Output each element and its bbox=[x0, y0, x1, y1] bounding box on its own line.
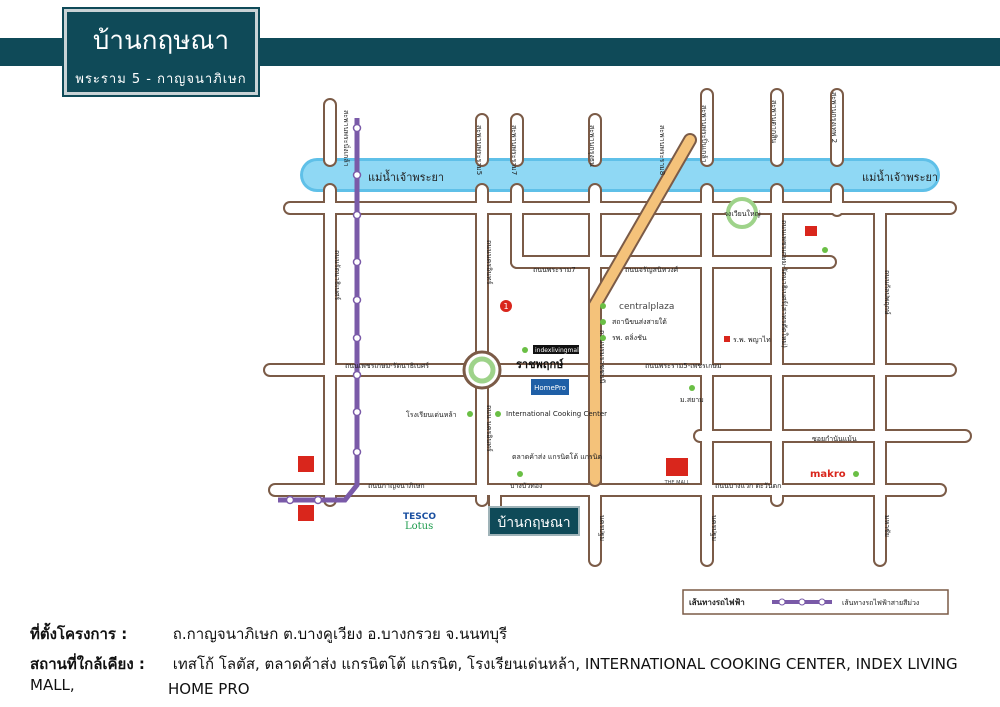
label-rama7-road: ถนนพระราม7 bbox=[533, 266, 576, 274]
project-name: บ้านกฤษณา bbox=[92, 26, 230, 56]
label-wongwian: วงเวียนใหญ่ bbox=[724, 209, 761, 218]
place-siam: ม.สยาม bbox=[680, 385, 704, 404]
place-themall-2 bbox=[805, 226, 828, 253]
label-nakhon-in: ถนนนครอินทร์ bbox=[485, 240, 493, 285]
label-nakhon-pathom-2: นครปฐม bbox=[710, 515, 718, 541]
label-rattanathibet: ถนนรัตนาธิเบศร์ bbox=[333, 250, 341, 300]
place-hospital-b: ร.พ. พญาไท bbox=[724, 335, 771, 344]
svg-text:THE MALL: THE MALL bbox=[664, 480, 690, 486]
marker-1: 1 bbox=[500, 300, 512, 312]
info-nearby: สถานที่ใกล้เคียง : เทสโก้ โลตัส, ตลาดค้า… bbox=[30, 652, 1000, 694]
label-charansanitwong: ถนนจรัญสนิทวงศ์ bbox=[625, 266, 679, 274]
label-bridge-krungthon: สะพานกรุงธน bbox=[588, 125, 596, 167]
nearby-value: เทสโก้ โลตัส, ตลาดค้าส่ง แกรนิตโต้ แกรนิ… bbox=[30, 655, 958, 694]
place-index: indexlivingmall bbox=[522, 345, 581, 354]
label-ratchaphruek: ราชพฤกษ์ bbox=[516, 358, 564, 371]
svg-text:บ้านกฤษณา: บ้านกฤษณา bbox=[497, 515, 570, 531]
project-pin: บ้านกฤษณา bbox=[488, 506, 580, 536]
svg-text:เส้นทางรถไฟฟ้าสายสีม่วง: เส้นทางรถไฟฟ้าสายสีม่วง bbox=[842, 598, 919, 607]
nearby-value-cont: HOME PRO bbox=[168, 680, 250, 698]
svg-text:1: 1 bbox=[503, 302, 508, 311]
label-nong-khaem: ถนนกัลปพฤกษ์ bbox=[883, 270, 891, 315]
svg-text:สถานีขนส่งสายใต้: สถานีขนส่งสายใต้ bbox=[612, 317, 667, 326]
svg-text:โรงเรียนเด่นหล้า: โรงเรียนเด่นหล้า bbox=[406, 410, 457, 419]
place-bus-terminal: สถานีขนส่งสายใต้ bbox=[600, 317, 667, 326]
nearby-label: สถานที่ใกล้เคียง : bbox=[30, 655, 145, 673]
river-label-right: แม่น้ำเจ้าพระยา bbox=[862, 169, 938, 184]
label-soi: ซอยกำนันแม้น bbox=[812, 435, 857, 443]
place-central: centralplaza bbox=[600, 302, 674, 312]
label-bridge-nangklao: สะพานพระนั่งเกล้า bbox=[342, 110, 351, 167]
svg-text:ตลาดค้าส่ง แกรนิตโต้ แกรนิต: ตลาดค้าส่ง แกรนิตโต้ แกรนิต bbox=[512, 452, 603, 461]
label-kanchana: ถนนกาญจนาภิเษก bbox=[368, 482, 425, 490]
label-bridge-pinklao: สะพานพระปิ่นเกล้า bbox=[700, 105, 709, 163]
river bbox=[300, 158, 940, 192]
svg-text:รพ. ตลิ่งชัน: รพ. ตลิ่งชัน bbox=[612, 333, 647, 342]
place-makro: makro bbox=[810, 469, 859, 480]
place-school: โรงเรียนเด่นหล้า bbox=[406, 410, 473, 419]
place-cooking: International Cooking Center bbox=[495, 410, 607, 418]
svg-text:ร.พ. พญาไท: ร.พ. พญาไท bbox=[733, 335, 771, 344]
label-bridge-rama8: สะพานพระราม8 bbox=[658, 125, 666, 175]
map-legend: เส้นทางรถไฟฟ้า เส้นทางรถไฟฟ้าสายสีม่วง bbox=[682, 589, 949, 615]
location-label: ที่ตั้งโครงการ : bbox=[30, 625, 128, 643]
place-themall-1: THE MALL bbox=[664, 458, 690, 486]
label-phetkasem-sathorn: ถนนเพชรเกษม-รัตนาธิเบศร์(สาทรตัดใหม่) bbox=[780, 220, 789, 348]
label-bridge-taksin: สะพานตากสิน bbox=[770, 100, 778, 143]
svg-text:indexlivingmall: indexlivingmall bbox=[535, 347, 581, 354]
svg-text:Lotus: Lotus bbox=[405, 521, 433, 532]
info-location: ที่ตั้งโครงการ : ถ.กาญจนาภิเษก ต.บางคูเว… bbox=[30, 622, 507, 646]
label-phet-rattana: ถนนเพชรเกษม-รัตนาธิเบศร์ bbox=[345, 362, 429, 370]
place-homepro: HomePro bbox=[531, 379, 569, 395]
label-nakhon-in-junction: ถนน นครอินทร์ bbox=[485, 405, 493, 452]
svg-text:HomePro: HomePro bbox=[534, 384, 566, 392]
road-network bbox=[263, 88, 972, 567]
svg-text:makro: makro bbox=[810, 469, 846, 480]
label-bridge-krungthep2: สะพานกรุงเทพ 2 bbox=[830, 92, 838, 143]
location-value: ถ.กาญจนาภิเษก ต.บางคูเวียง อ.บางกรวย จ.น… bbox=[172, 625, 508, 643]
label-bang-bua-thong: บางบัวทอง bbox=[510, 482, 542, 490]
svg-text:TESCO: TESCO bbox=[403, 512, 436, 522]
svg-text:International Cooking Center: International Cooking Center bbox=[506, 410, 607, 418]
place-tesco: TESCO Lotus bbox=[403, 512, 436, 532]
label-bridge-rama7: สะพานพระราม7 bbox=[510, 125, 518, 175]
info-nearby-cont: HOME PRO bbox=[168, 680, 250, 698]
label-nakhon-pathom-1: นครปฐม bbox=[598, 515, 606, 541]
label-nawamin: ถนนบางแวก ตะวันตก bbox=[715, 482, 781, 490]
svg-text:ม.สยาม: ม.สยาม bbox=[680, 396, 704, 404]
label-rama5-phet: ถนนพระราม5-เพชรเกษม bbox=[645, 362, 722, 370]
svg-text:centralplaza: centralplaza bbox=[619, 302, 674, 312]
place-market: ตลาดค้าส่ง แกรนิตโต้ แกรนิต bbox=[512, 452, 603, 477]
project-logo: บ้านกฤษณา พระราม 5 - กาญจนาภิเษก bbox=[62, 7, 260, 97]
place-left-icons bbox=[298, 456, 314, 521]
label-bridge-rama5: สะพานพระราม5 bbox=[475, 125, 483, 175]
label-boromratchonnani: ถนนบรมราชชนนี bbox=[598, 330, 606, 384]
project-subtitle: พระราม 5 - กาญจนาภิเษก bbox=[75, 72, 247, 87]
label-mahachai: มหาชัย bbox=[883, 515, 891, 537]
purple-line bbox=[278, 118, 362, 505]
place-hospital-a: รพ. ตลิ่งชัน bbox=[600, 333, 647, 342]
svg-text:เส้นทางรถไฟฟ้า: เส้นทางรถไฟฟ้า bbox=[689, 597, 745, 607]
river-label-left: แม่น้ำเจ้าพระยา bbox=[368, 169, 444, 184]
